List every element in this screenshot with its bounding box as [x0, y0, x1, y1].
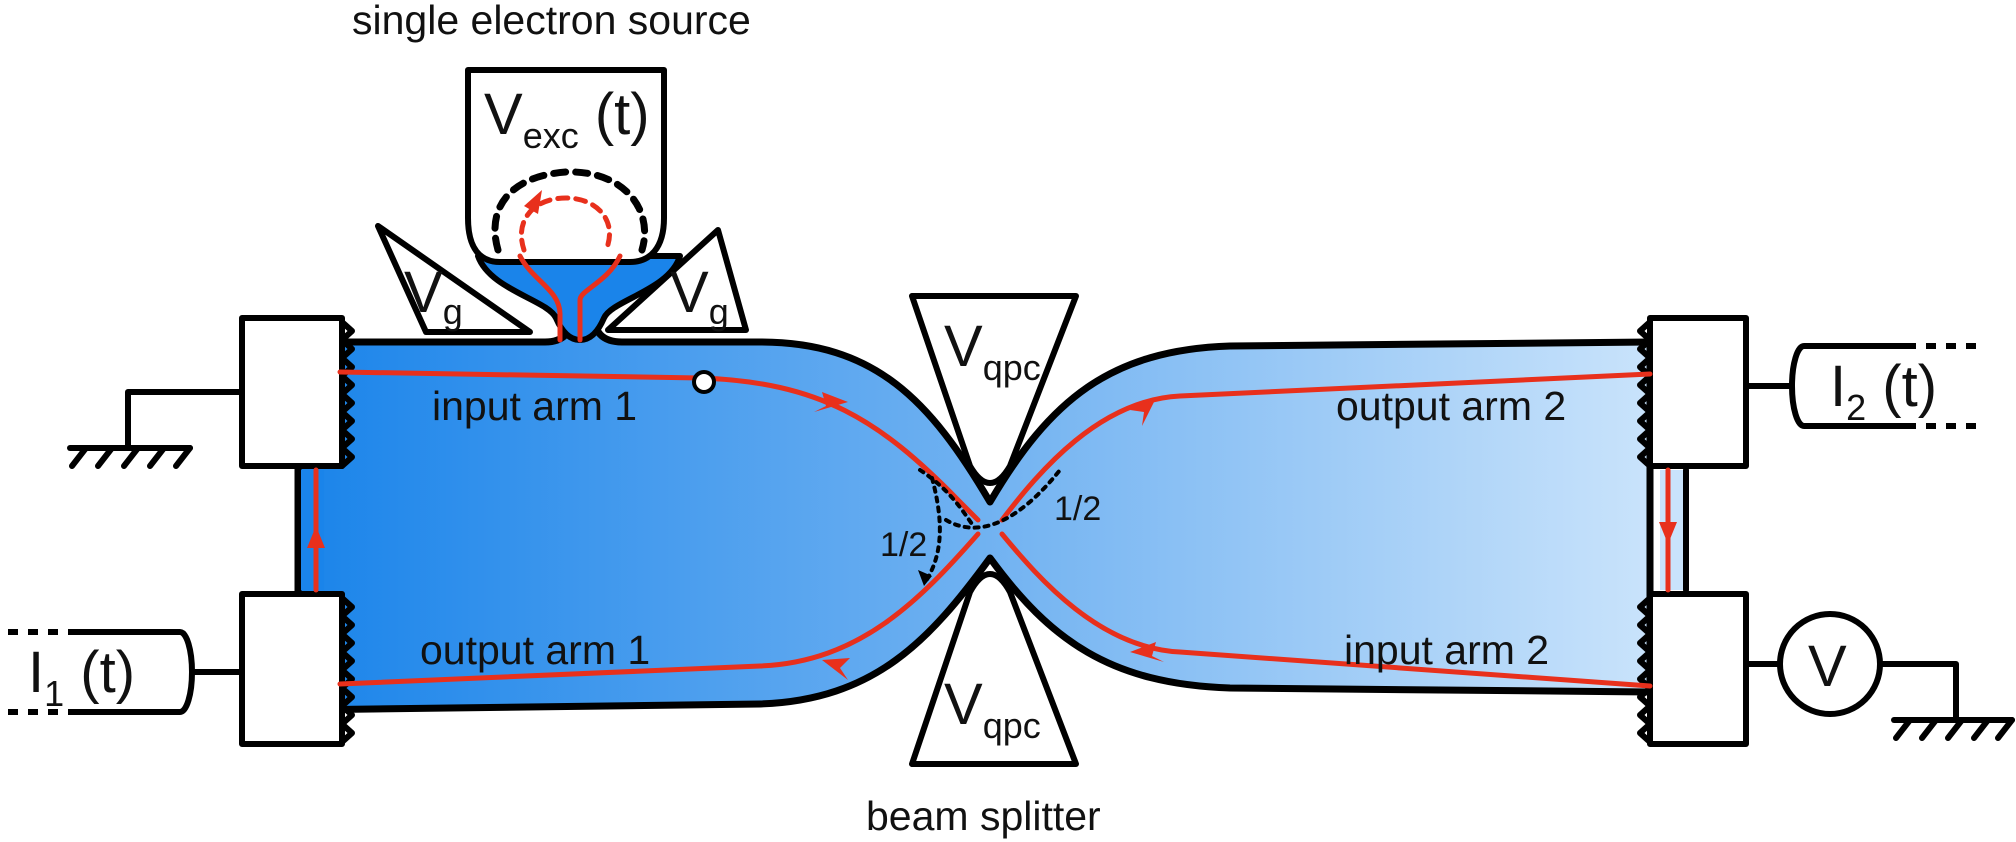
input-arm-1-label: input arm 1 [432, 383, 637, 429]
partition-arc-right [944, 468, 1062, 530]
output-arm-2-edge [999, 371, 1653, 523]
partition-arc-arrow [918, 570, 932, 586]
input-arm-1-edge [337, 369, 981, 523]
qpc-gate-bottom: Vqpc [909, 571, 1079, 767]
edge-channels [307, 253, 1677, 689]
contact-top-left [239, 315, 355, 469]
output-arm-1-edge [337, 531, 981, 687]
left-edge-strip [298, 470, 324, 590]
arrow-right-return [1659, 522, 1677, 544]
arrow-output-arm-2 [1130, 398, 1156, 426]
arrow-input-arm-1 [814, 392, 848, 412]
qpc-gate-top: Vqpc [909, 293, 1079, 486]
contact-bottom-right [1637, 591, 1749, 747]
current-2-label: I2 (t) [1830, 354, 1937, 428]
input-arm-2-label: input arm 2 [1344, 627, 1549, 673]
arrow-input-arm-2 [1130, 642, 1164, 662]
source-dashed-loop-inner [518, 195, 613, 253]
electron-wavepacket [692, 370, 716, 394]
beam-splitter-label: beam splitter [866, 793, 1101, 839]
ground-left [67, 389, 245, 469]
output-arm-2-label: output arm 2 [1336, 383, 1566, 429]
output-arm-1-label: output arm 1 [420, 627, 650, 673]
half-right-label: 1/2 [1054, 490, 1101, 528]
source-title-label: single electron source [352, 0, 751, 43]
input-arm-2-edge [999, 531, 1653, 689]
arrow-output-arm-1 [822, 658, 850, 680]
contact-top-right [1637, 315, 1749, 469]
ohmic-contacts [239, 315, 1749, 747]
electron-gas-channel [294, 253, 1689, 714]
current-1-label: I1 (t) [28, 640, 135, 714]
ground-right [1877, 661, 2015, 741]
half-left-label: 1/2 [880, 526, 927, 564]
qpc-gate-top-label: Vqpc [944, 314, 1041, 388]
excitation-gate: Vexc (t) [465, 67, 667, 265]
current-probe-2: I2 (t) [1743, 343, 1976, 429]
voltmeter-label: V [1808, 634, 1847, 699]
gate-left: Vg [375, 223, 533, 335]
source-dot-edge [517, 253, 623, 343]
arrow-left-return [307, 526, 325, 548]
current-probe-1: I1 (t) [8, 629, 245, 715]
gate-right-label: Vg [670, 260, 729, 332]
source-loop-arrow [524, 190, 542, 214]
excitation-gate-label: Vexc (t) [484, 82, 650, 156]
source-dashed-loop-outer [491, 168, 649, 254]
voltmeter: V [1743, 611, 1883, 717]
gate-right: Vg [605, 227, 749, 333]
gate-left-label: Vg [404, 260, 463, 332]
qpc-gate-bottom-label: Vqpc [944, 672, 1041, 746]
contact-bottom-left [239, 591, 355, 747]
